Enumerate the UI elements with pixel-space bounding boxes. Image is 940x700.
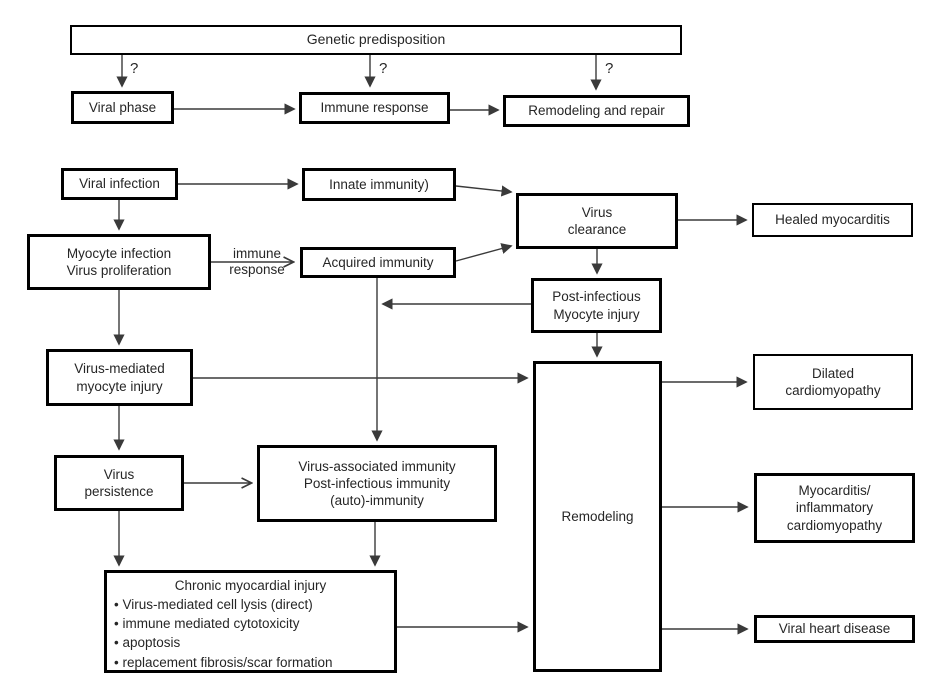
box-virus-mediated-myocyte-injury: Virus-mediated myocyte injury xyxy=(46,349,193,406)
box-virus-associated-immunity: Virus-associated immunity Post-infectiou… xyxy=(257,445,497,522)
box-viral-infection-label: Viral infection xyxy=(79,176,160,192)
box-dilated-cardiomyopathy-label: Dilated cardiomyopathy xyxy=(785,365,881,398)
box-myocyte-infection: Myocyte infection Virus proliferation xyxy=(27,234,211,290)
box-immune-response: Immune response xyxy=(299,92,450,124)
box-innate-immunity-label: Innate immunity) xyxy=(329,176,429,192)
question-mark-2: ? xyxy=(379,60,388,77)
connector-acquired-to-virus-clearance xyxy=(455,243,513,262)
box-viral-phase-label: Viral phase xyxy=(88,99,157,115)
box-virus-associated-immunity-label: Virus-associated immunity Post-infectiou… xyxy=(298,458,456,509)
box-immune-response-label: Immune response xyxy=(320,100,429,116)
box-remodeling-and-repair: Remodeling and repair xyxy=(503,95,690,127)
box-myocarditis-inflammatory-cardiomyopathy-label: Myocarditis/ inflammatory cardiomyopathy xyxy=(786,483,883,533)
box-viral-heart-disease: Viral heart disease xyxy=(754,615,915,643)
box-acquired-immunity-label: Acquired immunity xyxy=(322,254,434,270)
box-post-infectious-myocyte-injury-label: Post-infectious Myocyte injury xyxy=(552,289,641,322)
box-virus-persistence: Virus persistence xyxy=(54,455,184,511)
box-healed-myocarditis: Healed myocarditis xyxy=(752,203,913,237)
question-mark-3: ? xyxy=(605,60,614,77)
box-genetic-predisposition: Genetic predisposition xyxy=(70,25,682,55)
box-viral-infection: Viral infection xyxy=(61,168,178,200)
box-remodeling: Remodeling xyxy=(533,361,662,672)
box-chronic-myocardial-injury: Chronic myocardial injury • Virus-mediat… xyxy=(104,570,397,673)
box-post-infectious-myocyte-injury: Post-infectious Myocyte injury xyxy=(531,278,662,333)
box-healed-myocarditis-label: Healed myocarditis xyxy=(775,212,890,228)
box-viral-heart-disease-label: Viral heart disease xyxy=(778,621,891,637)
box-genetic-predisposition-label: Genetic predisposition xyxy=(306,31,446,48)
box-dilated-cardiomyopathy: Dilated cardiomyopathy xyxy=(753,354,913,410)
box-remodeling-label: Remodeling xyxy=(561,508,634,524)
box-acquired-immunity: Acquired immunity xyxy=(300,247,456,278)
box-innate-immunity: Innate immunity) xyxy=(302,168,456,201)
edge-label-immune-response: immune response xyxy=(229,246,285,277)
question-mark-1: ? xyxy=(130,60,139,77)
box-myocarditis-inflammatory-cardiomyopathy: Myocarditis/ inflammatory cardiomyopathy xyxy=(754,473,915,543)
box-viral-phase: Viral phase xyxy=(71,91,174,124)
box-virus-clearance: Virus clearance xyxy=(516,193,678,249)
connector-innate-to-virus-clearance xyxy=(455,185,513,197)
box-chronic-myocardial-injury-bullets: • Virus-mediated cell lysis (direct) • i… xyxy=(114,597,333,670)
box-virus-mediated-myocyte-injury-label: Virus-mediated myocyte injury xyxy=(74,361,165,394)
box-myocyte-infection-label: Myocyte infection Virus proliferation xyxy=(66,245,172,278)
box-virus-persistence-label: Virus persistence xyxy=(84,466,154,499)
box-chronic-myocardial-injury-title: Chronic myocardial injury xyxy=(174,578,327,593)
box-virus-clearance-label: Virus clearance xyxy=(567,204,627,237)
box-remodeling-and-repair-label: Remodeling and repair xyxy=(528,103,665,119)
